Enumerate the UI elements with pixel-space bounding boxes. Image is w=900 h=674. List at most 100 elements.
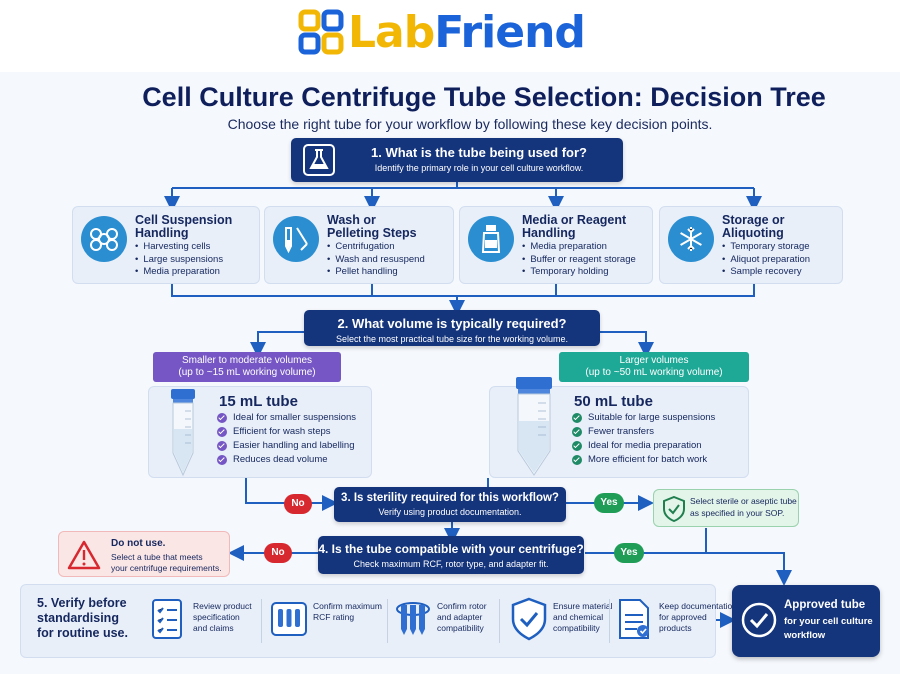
list-item: More efficient for batch work (572, 453, 715, 467)
line-1: 5. Verify before (37, 596, 127, 610)
list-item: Media preparation (135, 266, 223, 279)
list-item: Buffer or reagent storage (522, 254, 635, 267)
tube-50ml-title: 50 mL tube (574, 393, 653, 410)
line-2: your centrifuge requirements. (111, 563, 222, 573)
line-3: workflow (784, 630, 826, 641)
small-volume-tag: Smaller to moderate volumes (up to ~15 m… (153, 352, 341, 382)
q3-no-pill: No (284, 494, 312, 514)
title-line-1: Cell Suspension (135, 213, 233, 227)
pipette-tube-icon (273, 216, 319, 262)
list-item: Ideal for smaller suspensions (217, 411, 356, 425)
shield-check-icon (509, 597, 549, 646)
check-icon (572, 413, 582, 423)
sterile-note: Select sterile or aseptic tube as specifi… (653, 489, 799, 527)
line-2: and chemical (553, 612, 604, 622)
page-subtitle: Choose the right tube for your workflow … (227, 116, 713, 132)
list-item: Aliquot preparation (722, 254, 810, 267)
check-icon (217, 441, 227, 451)
flask-icon (303, 144, 335, 176)
line-1: Select a tube that meets (111, 552, 203, 562)
rotor-icon (393, 595, 433, 646)
question-1-title: 1. What is the tube being used for? (371, 145, 587, 160)
tube-50ml-icon (512, 377, 556, 482)
title-line-2: Handling (135, 226, 189, 240)
question-3-subtitle: Verify using product documentation. (378, 507, 522, 517)
tube-15ml-list: Ideal for smaller suspensions Efficient … (217, 411, 356, 467)
use-card-list: Harvesting cells Large suspensions Media… (135, 241, 223, 279)
list-item: Pellet handling (327, 266, 425, 279)
sterile-note-text: Select sterile or aseptic tube as specifi… (690, 495, 797, 519)
list-item: Harvesting cells (135, 241, 223, 254)
item-text: More efficient for batch work (588, 454, 708, 465)
tube-50ml-card: 50 mL tube Suitable for large suspension… (489, 377, 749, 478)
line-3: products (659, 623, 692, 633)
check-icon (217, 455, 227, 465)
question-3-title: 3. Is sterility required for this workfl… (341, 492, 559, 504)
question-2-title: 2. What volume is typically required? (337, 316, 567, 331)
line-1: Review product (193, 601, 252, 611)
tube-50ml-list: Suitable for large suspensions Fewer tra… (572, 411, 715, 467)
logo-text-lab: Lab (348, 6, 435, 58)
line-2: as specified in your SOP. (690, 508, 785, 518)
use-card-list: Temporary storage Aliquot preparation Sa… (722, 241, 810, 279)
warning-icon (67, 540, 101, 575)
item-text: Efficient for wash steps (233, 426, 331, 437)
question-2-subtitle: Select the most practical tube size for … (335, 334, 569, 344)
check-icon (572, 455, 582, 465)
line-1: Confirm maximum (313, 601, 382, 611)
line-3: compatibility (553, 623, 600, 633)
item-text: Reduces dead volume (233, 454, 328, 465)
list-item: Suitable for large suspensions (572, 411, 715, 425)
question-4-title: 4. Is the tube compatible with your cent… (318, 542, 584, 556)
approved-subtitle: for your cell culture workflow (784, 615, 873, 643)
line-3: for routine use. (37, 626, 128, 640)
title-line-1: Media or Reagent (522, 213, 627, 227)
list-item: Temporary holding (522, 266, 636, 279)
list-item: Large suspensions (135, 254, 223, 267)
question-2-box: 2. What volume is typically required? Se… (304, 310, 600, 346)
q4-no-pill: No (264, 543, 292, 563)
line-2: specification (193, 612, 240, 622)
approved-title: Approved tube (784, 599, 866, 611)
question-3-box: 3. Is sterility required for this workfl… (334, 487, 566, 522)
title-line-1: Storage or (722, 213, 785, 227)
line-3: compatibility (437, 623, 484, 633)
q4-yes-pill: Yes (614, 543, 644, 563)
line-3: and claims (193, 623, 234, 633)
tag-line-2: (up to ~50 mL working volume) (585, 367, 723, 378)
q3-yes-pill: Yes (594, 493, 624, 513)
line-1: Select sterile or aseptic tube (690, 496, 797, 506)
checklist-icon (149, 597, 187, 646)
divider (499, 599, 500, 643)
check-icon (572, 441, 582, 451)
title-line-1: Wash or (327, 213, 376, 227)
divider (261, 599, 262, 643)
title-line-2: Aliquoting (722, 226, 784, 240)
logo-mark-icon (298, 9, 344, 55)
line-2: for approved (659, 612, 707, 622)
list-item: Reduces dead volume (217, 453, 356, 467)
item-text: Ideal for smaller suspensions (233, 412, 357, 423)
check-circle-icon (740, 601, 778, 644)
line-2: for your cell culture (784, 616, 873, 627)
list-item: Wash and resuspend (327, 254, 424, 267)
list-item: Sample recovery (722, 266, 810, 279)
tag-line-1: Larger volumes (619, 355, 689, 366)
title-line-2: Handling (522, 226, 576, 240)
title-line-2: Pelleting Steps (327, 226, 417, 240)
tag-line-1: Smaller to moderate volumes (181, 355, 313, 366)
list-item: Efficient for wash steps (217, 425, 356, 439)
question-4-box: 4. Is the tube compatible with your cent… (318, 536, 584, 574)
